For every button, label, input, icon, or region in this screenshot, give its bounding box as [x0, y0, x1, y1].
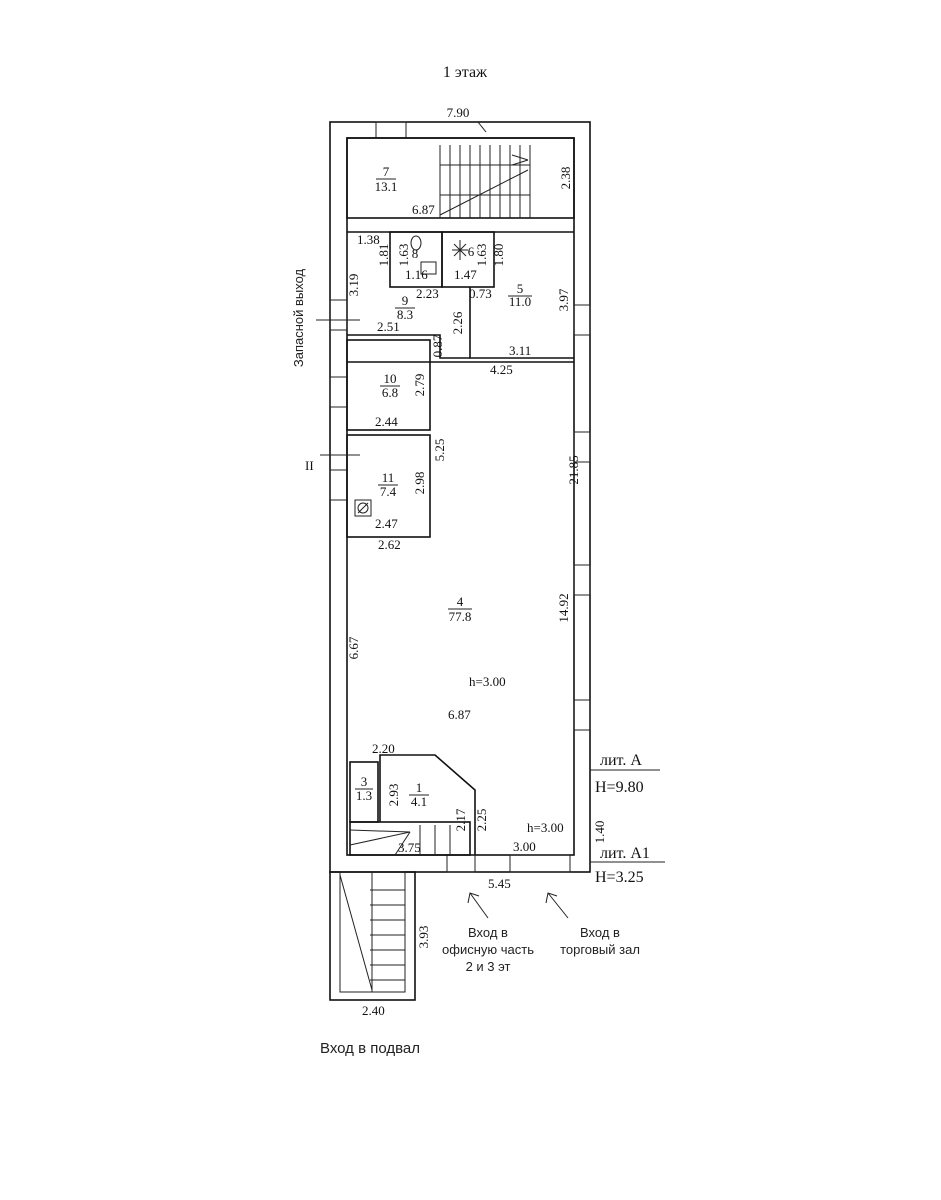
dim: 1.63 — [474, 244, 489, 267]
dim: 14.92 — [556, 593, 571, 622]
room-number: 1 — [416, 780, 423, 795]
lit-lines — [316, 121, 665, 863]
dim: 5.25 — [432, 439, 447, 462]
dim: 2.26 — [450, 311, 465, 334]
dimensions: 7.90 2.38 6.87 1.38 1.81 1.63 1.16 1.63 … — [346, 105, 607, 1018]
room-number: 7 — [383, 164, 390, 179]
office-entry-line3: 2 и 3 эт — [466, 959, 511, 974]
basement-entry-label: Вход в подвал — [320, 1040, 420, 1057]
dim: 3.00 — [513, 839, 536, 854]
room-number: 10 — [384, 371, 397, 386]
office-entry-line1: Вход в — [468, 925, 508, 940]
plan-title: 1 этаж — [443, 64, 488, 81]
room-7 — [346, 137, 575, 219]
room-area: 8.3 — [397, 307, 413, 322]
room-number: 6 — [468, 244, 475, 259]
lit-a-height: Н=9.80 — [595, 779, 644, 796]
dim: 2.23 — [416, 286, 439, 301]
dim: 2.44 — [375, 414, 398, 429]
dim: 2.17 — [453, 808, 468, 831]
room-area: 11.0 — [509, 294, 531, 309]
room-number: 9 — [402, 293, 409, 308]
dim: 3.97 — [556, 288, 571, 311]
emergency-exit-label: Запасной выход — [291, 268, 306, 367]
dim: 3.19 — [346, 274, 361, 297]
dim: 21.85 — [566, 455, 581, 484]
roman-numeral: II — [305, 458, 314, 473]
basement-stair — [329, 871, 416, 1001]
lit-a: лит. А — [600, 752, 642, 769]
dim: 6.87 — [448, 707, 471, 722]
lit-labels: лит. А Н=9.80 лит. А1 Н=3.25 — [595, 752, 650, 886]
arrow-icon — [545, 892, 569, 919]
ceiling-height: h=3.00 — [469, 674, 506, 689]
room-area: 6.8 — [382, 385, 398, 400]
dim: 1.47 — [454, 267, 477, 282]
shop-entry-line1: Вход в — [580, 925, 620, 940]
dim: 4.25 — [490, 362, 513, 377]
room-number: 5 — [517, 281, 524, 296]
dim: 1.63 — [396, 244, 411, 267]
dim: 2.98 — [412, 472, 427, 495]
dim: 1.38 — [357, 232, 380, 247]
dim: 2.51 — [377, 319, 400, 334]
lit-a1-height: Н=3.25 — [595, 869, 644, 886]
dim: 1.81 — [376, 244, 391, 267]
electrical-box-icon — [354, 499, 372, 517]
stair-entry — [349, 825, 451, 856]
room-area: 7.4 — [380, 484, 397, 499]
dim: 6.67 — [346, 636, 361, 659]
arrow-icon — [467, 892, 489, 919]
dim: 5.45 — [488, 876, 511, 891]
dim: 2.47 — [375, 516, 398, 531]
dim: 2.40 — [362, 1003, 385, 1018]
lit-a1: лит. А1 — [600, 845, 650, 862]
dim: 2.93 — [386, 784, 401, 807]
room-number: 8 — [412, 246, 419, 261]
office-entry-line2: офисную часть — [442, 942, 534, 957]
dim: 0.73 — [469, 286, 492, 301]
dim: 1.16 — [405, 267, 428, 282]
dim: 2.62 — [378, 537, 401, 552]
annotations: Запасной выход II Вход в офисную часть 2… — [291, 268, 640, 1057]
dim: 2.38 — [558, 167, 573, 190]
dim: 7.90 — [447, 105, 470, 120]
dim: 2.79 — [412, 374, 427, 397]
toilet-icon — [410, 235, 437, 275]
fan-icon — [452, 240, 468, 260]
room-area: 1.3 — [356, 788, 372, 803]
inner-walls — [346, 231, 574, 856]
room-labels: 7 13.1 8 6 5 11.0 9 8.3 10 6.8 11 7.4 4 … — [355, 164, 532, 809]
dim: 1.80 — [491, 244, 506, 267]
dim: 3.93 — [416, 926, 431, 949]
dim: 0.87 — [430, 334, 445, 357]
dim: 2.20 — [372, 741, 395, 756]
dim: 3.75 — [398, 840, 421, 855]
ceiling-height: h=3.00 — [527, 820, 564, 835]
room-area: 13.1 — [375, 179, 398, 194]
dim: 6.87 — [412, 202, 435, 217]
shop-entry-line2: торговый зал — [560, 942, 640, 957]
dim: 2.25 — [474, 809, 489, 832]
dim: 1.40 — [592, 821, 607, 844]
room-number: 4 — [457, 594, 464, 609]
room-number: 11 — [382, 470, 395, 485]
room-area: 4.1 — [411, 794, 427, 809]
dim: 3.11 — [509, 343, 531, 358]
room-number: 3 — [361, 774, 368, 789]
room-area: 77.8 — [449, 609, 472, 624]
